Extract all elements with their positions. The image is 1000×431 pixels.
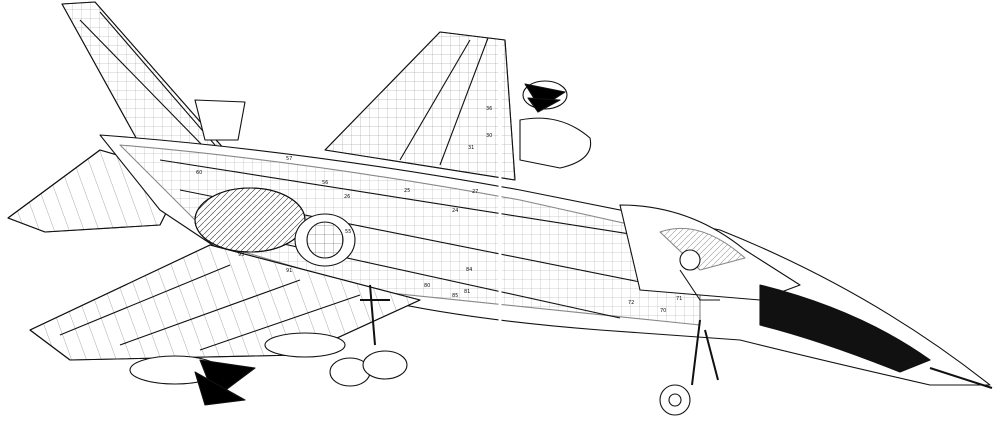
- callout-80: 80: [424, 283, 430, 289]
- nose-gear: [659, 319, 719, 416]
- callout-81: 81: [464, 289, 470, 295]
- callout-93: 93: [238, 252, 244, 258]
- callout-72: 72: [628, 300, 634, 306]
- callout-56: 56: [322, 180, 328, 186]
- callout-71: 71: [676, 296, 682, 302]
- callout-84: 84: [466, 267, 472, 273]
- callout-24: 24: [452, 208, 458, 214]
- near-stores: [129, 332, 346, 406]
- callout-26: 26: [344, 194, 350, 200]
- callout-60: 60: [196, 170, 202, 176]
- near-wing: [29, 244, 421, 361]
- callout-11: 11: [790, 300, 796, 306]
- callout-91: 91: [286, 268, 292, 274]
- callout-30: 30: [486, 133, 492, 139]
- callout-36: 36: [486, 106, 492, 112]
- callout-55: 55: [345, 229, 351, 235]
- callout-25: 25: [404, 188, 410, 194]
- callout-70: 70: [660, 308, 666, 314]
- callout-27: 27: [472, 189, 478, 195]
- far-wing: [324, 31, 516, 181]
- nose: [759, 284, 993, 389]
- callout-31: 31: [468, 145, 474, 151]
- cockpit: [619, 204, 801, 301]
- callout-57: 57: [286, 156, 292, 162]
- callout-85: 85: [452, 293, 458, 299]
- main-gear: [329, 284, 408, 387]
- vertical-fin: [61, 1, 226, 151]
- far-stores: [519, 80, 592, 169]
- callout-numbers: 11 24 25 26 27 30 31 36 55 56 57 60 70 7…: [196, 106, 796, 314]
